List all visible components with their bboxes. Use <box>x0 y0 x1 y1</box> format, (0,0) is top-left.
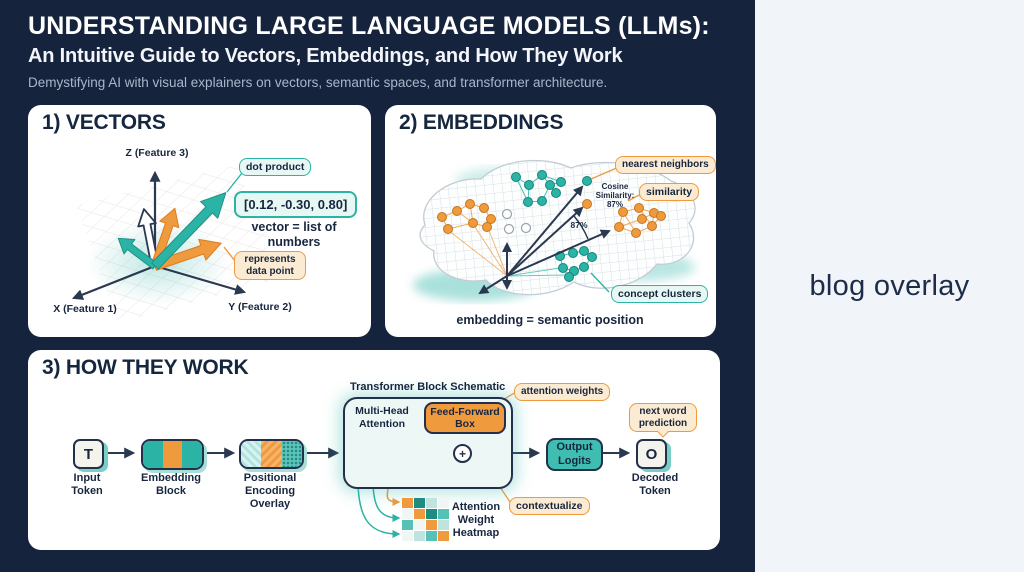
similarity-target-dot <box>582 199 592 209</box>
orange-cluster-right <box>582 199 666 238</box>
output-logits-box: Output Logits <box>546 438 603 471</box>
schematic-title: Transformer Block Schematic <box>350 381 506 393</box>
vectors-heading: 1) VECTORS <box>42 111 166 134</box>
cosine-similarity-label: Cosine Similarity: 87% <box>595 182 635 210</box>
orange-cluster-left <box>437 199 496 234</box>
residual-sum-node: + <box>453 444 472 463</box>
teal-cluster-top <box>511 170 592 207</box>
contextualize-badge: contextualize <box>509 497 590 516</box>
infographic-area: UNDERSTANDING LARGE LANGUAGE MODELS (LLM… <box>0 0 755 572</box>
embeddings-diagram <box>413 159 696 301</box>
next-word-prediction-badge: next word prediction <box>629 403 697 432</box>
represents-data-point-badge: represents data point <box>234 251 306 280</box>
positional-segment-dots <box>281 441 302 467</box>
heatmap-cell <box>402 498 413 508</box>
embeddings-panel: 2) EMBEDDINGS <box>385 105 716 337</box>
dot-product-leader-line <box>226 172 243 193</box>
teal-cluster-bottom <box>555 246 597 282</box>
similarity-leader-line <box>627 193 642 202</box>
embeddings-caption: embedding = semantic position <box>456 313 644 327</box>
vector-to-concept-cluster <box>506 229 611 277</box>
embeddings-heading: 2) EMBEDDINGS <box>399 111 564 134</box>
heatmap-cell <box>426 509 437 519</box>
blog-overlay-label: blog overlay <box>809 269 970 302</box>
heatmap-cell <box>414 498 425 508</box>
heatmap-cell <box>438 498 449 508</box>
dot-product-badge: dot product <box>239 158 312 177</box>
heatmap-cell <box>414 520 425 530</box>
y-axis-arrow <box>154 264 247 295</box>
heatmap-cell <box>402 531 413 541</box>
attention-weight-heatmap <box>402 498 449 541</box>
z-axis-label: Z (Feature 3) <box>125 147 189 159</box>
heatmap-cell <box>426 531 437 541</box>
heatmap-cell <box>438 509 449 519</box>
embedding-axes <box>478 185 611 295</box>
positional-encoding-label: Positional Encoding Overlay <box>243 472 297 511</box>
decoded-token-label: Decoded Token <box>631 472 679 498</box>
positional-segment-stripe <box>241 441 262 467</box>
heatmap-label: Attention Weight Heatmap <box>451 501 501 540</box>
how-they-work-panel: 3) HOW THEY WORK <box>28 350 720 550</box>
represents-leader-line <box>223 246 236 262</box>
input-token-label: Input Token <box>71 472 103 498</box>
how-heading: 3) HOW THEY WORK <box>42 356 249 379</box>
vector-value-box: [0.12, -0.30, 0.80] <box>234 191 358 218</box>
nearest-neighbors-badge: nearest neighbors <box>615 156 716 174</box>
angle-percent-label: 87% <box>570 220 588 230</box>
embedding-segment-teal2 <box>182 441 202 468</box>
heatmap-cell <box>414 531 425 541</box>
heatmap-cell <box>426 520 437 530</box>
teal-left-vector-arrow <box>117 237 158 270</box>
blog-overlay-panel: blog overlay <box>755 0 1024 572</box>
page-tagline: Demystifying AI with visual explainers o… <box>28 75 608 90</box>
attention-weights-badge: attention weights <box>514 383 611 401</box>
page-subtitle: An Intuitive Guide to Vectors, Embedding… <box>28 45 623 67</box>
origin-to-orange-cluster-rays <box>447 223 508 277</box>
feed-forward-box: Feed-Forward Box <box>424 402 506 434</box>
clusters-leader-line <box>590 272 610 293</box>
vectors-diagram <box>71 165 284 323</box>
teal-main-vector-arrow <box>151 192 227 270</box>
vectors-caption: vector = list of numbers <box>251 220 337 249</box>
heatmap-cell <box>438 520 449 530</box>
y-axis-label: Y (Feature 2) <box>228 301 292 313</box>
heatmap-cell <box>402 520 413 530</box>
similarity-badge: similarity <box>639 183 700 202</box>
positional-segment-hatch <box>261 441 282 467</box>
decoded-token-box: O <box>636 439 667 469</box>
white-dots <box>501 208 532 235</box>
heatmap-cell <box>438 531 449 541</box>
nearest-leader-line <box>590 166 620 180</box>
similarity-angle-arc <box>573 215 589 240</box>
x-axis-label: X (Feature 1) <box>53 303 117 315</box>
embedding-block-label: Embedding Block <box>141 472 201 498</box>
orange-right-vector-arrow <box>153 238 222 271</box>
embedding-segment-teal <box>143 441 163 468</box>
input-token-box: T <box>73 439 104 469</box>
multi-head-attention-label: Multi-Head Attention <box>355 405 409 430</box>
page-title: UNDERSTANDING LARGE LANGUAGE MODELS (LLM… <box>28 12 710 40</box>
vectors-panel: 1) VECTORS <box>28 105 371 337</box>
positional-encoding-block <box>239 439 304 469</box>
heatmap-cell <box>414 509 425 519</box>
heatmap-cell <box>426 498 437 508</box>
embedding-block <box>141 439 204 470</box>
heatmap-cell <box>402 509 413 519</box>
vector-to-nearest-neighbor <box>506 185 584 277</box>
origin-to-teal-cluster-rays <box>506 267 566 277</box>
vector-to-similar-point <box>506 206 584 277</box>
concept-clusters-badge: concept clusters <box>611 285 709 304</box>
x-axis-arrow <box>71 264 156 300</box>
embedding-segment-orange <box>162 441 183 468</box>
